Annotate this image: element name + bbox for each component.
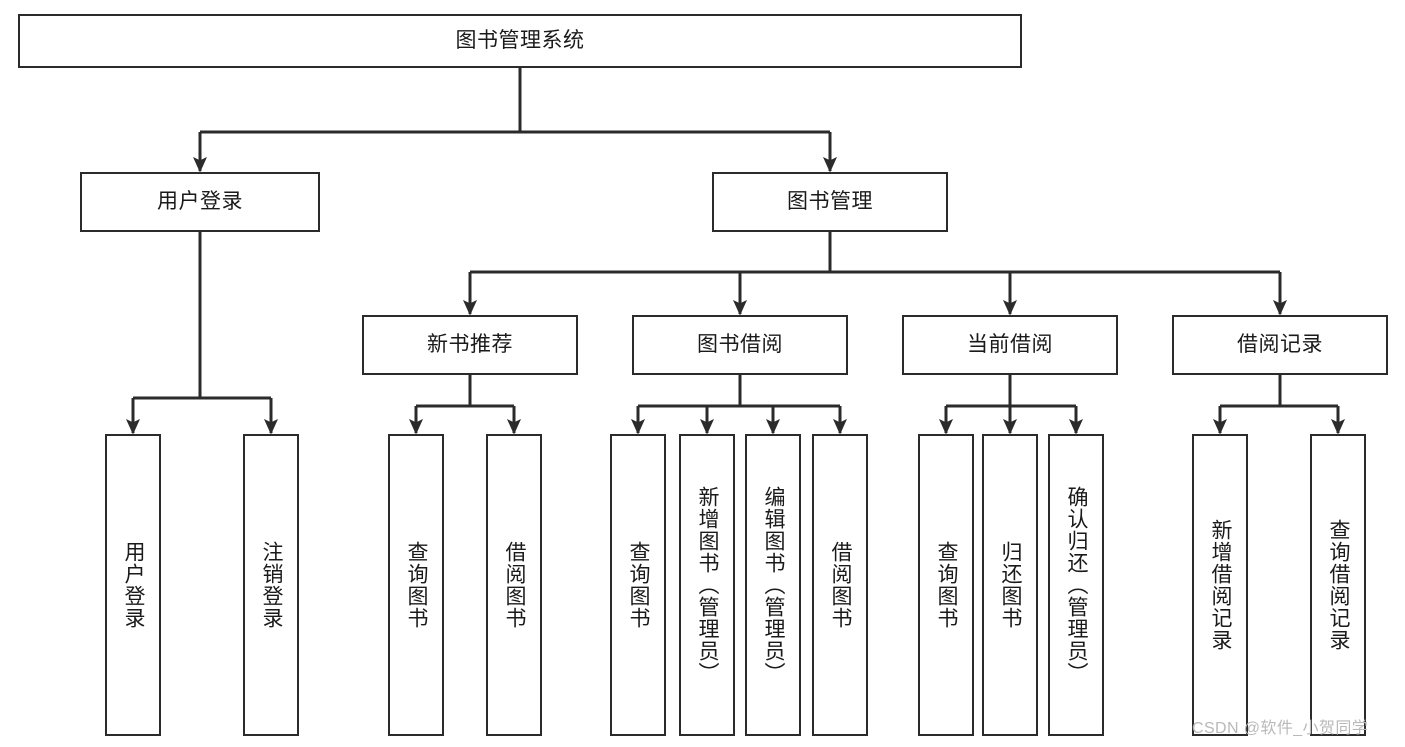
node-leaf-add-book[interactable]: 新增图书（管理员） (679, 434, 735, 736)
node-label-root: 图书管理系统 (455, 28, 585, 52)
node-label-leaf-query-record: 查询借阅记录 (1327, 519, 1351, 651)
node-leaf-edit-book[interactable]: 编辑图书（管理员） (745, 434, 801, 736)
node-leaf-confirm-return[interactable]: 确认归还（管理员） (1048, 434, 1104, 736)
node-book-borrow[interactable]: 图书借阅 (632, 315, 848, 375)
node-leaf-query-book-1[interactable]: 查询图书 (388, 434, 444, 736)
node-label-leaf-edit-book: 编辑图书（管理员） (762, 486, 786, 684)
node-label-leaf-user-login: 用户登录 (122, 541, 146, 629)
node-label-leaf-query-book-3: 查询图书 (935, 541, 959, 629)
node-label-borrow-record: 借阅记录 (1237, 332, 1323, 356)
node-label-leaf-add-record: 新增借阅记录 (1209, 519, 1233, 651)
node-label-leaf-borrow-book-2: 借阅图书 (829, 541, 853, 629)
node-new-book-rec[interactable]: 新书推荐 (362, 315, 578, 375)
node-leaf-query-book-3[interactable]: 查询图书 (918, 434, 974, 736)
node-label-leaf-add-book: 新增图书（管理员） (696, 486, 720, 684)
node-label-leaf-query-book-1: 查询图书 (405, 541, 429, 629)
node-current-borrow[interactable]: 当前借阅 (902, 315, 1118, 375)
node-label-book-manage: 图书管理 (787, 189, 873, 213)
node-book-manage[interactable]: 图书管理 (712, 172, 948, 232)
node-label-leaf-confirm-return: 确认归还（管理员） (1065, 486, 1089, 684)
node-label-leaf-borrow-book-1: 借阅图书 (503, 541, 527, 629)
node-leaf-return-book[interactable]: 归还图书 (982, 434, 1038, 736)
node-leaf-query-book-2[interactable]: 查询图书 (610, 434, 666, 736)
node-label-leaf-query-book-2: 查询图书 (627, 541, 651, 629)
node-root[interactable]: 图书管理系统 (18, 14, 1022, 68)
node-user-login[interactable]: 用户登录 (80, 172, 320, 232)
node-label-new-book-rec: 新书推荐 (427, 332, 513, 356)
node-leaf-logout[interactable]: 注销登录 (243, 434, 299, 736)
node-leaf-borrow-book-2[interactable]: 借阅图书 (812, 434, 868, 736)
node-leaf-user-login[interactable]: 用户登录 (105, 434, 161, 736)
node-borrow-record[interactable]: 借阅记录 (1172, 315, 1388, 375)
node-label-book-borrow: 图书借阅 (697, 332, 783, 356)
node-label-leaf-logout: 注销登录 (260, 541, 284, 629)
node-leaf-query-record[interactable]: 查询借阅记录 (1310, 434, 1366, 736)
node-label-leaf-return-book: 归还图书 (999, 541, 1023, 629)
node-label-current-borrow: 当前借阅 (967, 332, 1053, 356)
csdn-watermark: CSDN @软件_小贺同学 (1192, 720, 1369, 737)
node-leaf-add-record[interactable]: 新增借阅记录 (1192, 434, 1248, 736)
node-leaf-borrow-book-1[interactable]: 借阅图书 (486, 434, 542, 736)
node-label-user-login: 用户登录 (157, 189, 243, 213)
